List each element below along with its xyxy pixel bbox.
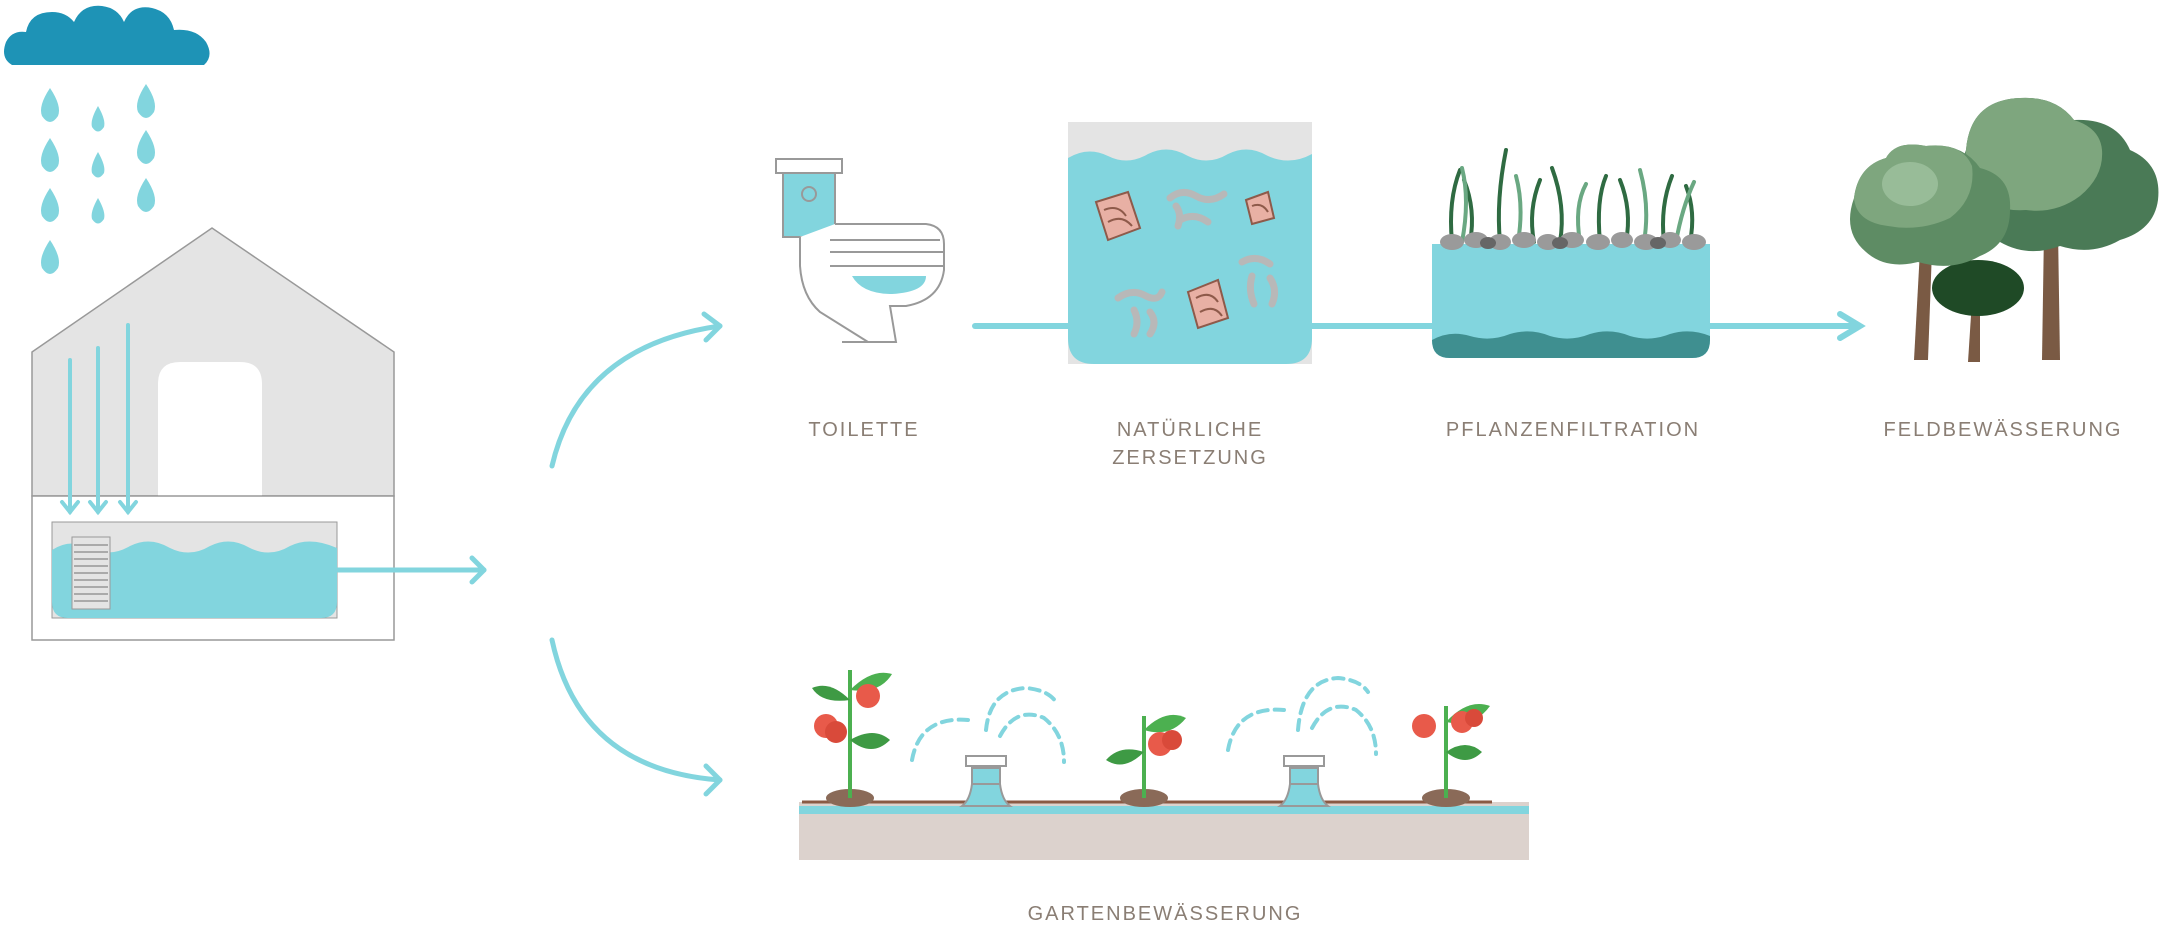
branch-arrow-down xyxy=(549,637,723,797)
branch-arrow-up xyxy=(549,311,723,469)
garden-bed-icon xyxy=(799,800,1529,860)
label-plant-filtration: PFLANZENFILTRATION xyxy=(1445,419,1701,441)
label-toilet: TOILETTE xyxy=(808,419,920,441)
label-garden-irrigation: GARTENBEWÄSSERUNG xyxy=(1027,903,1303,925)
toilet-icon xyxy=(775,158,945,343)
cistern-outflow-arrow xyxy=(335,555,487,585)
rain-cloud-icon xyxy=(4,5,210,65)
sprinkler-icon-2 xyxy=(1226,675,1378,807)
sprinkler-icon-1 xyxy=(910,685,1066,807)
label-decomposition-line1: NATÜRLICHE xyxy=(1116,419,1264,441)
downpipe-arrows xyxy=(60,323,138,516)
trees-icon xyxy=(1850,97,2159,362)
tomato-plant-icon-3 xyxy=(1412,704,1490,807)
process-connector-lines xyxy=(972,311,1866,341)
house-with-cistern-icon xyxy=(31,227,395,641)
decomposition-tank-icon xyxy=(1068,122,1312,364)
tomato-plant-icon-1 xyxy=(812,670,892,807)
label-decomposition-line2: ZERSETZUNG xyxy=(1112,447,1268,469)
plant-filtration-icon xyxy=(1432,148,1710,358)
label-field-irrigation: FELDBEWÄSSERUNG xyxy=(1883,419,2123,441)
tomato-plant-icon-2 xyxy=(1106,714,1186,807)
raindrops-icon xyxy=(41,84,155,274)
